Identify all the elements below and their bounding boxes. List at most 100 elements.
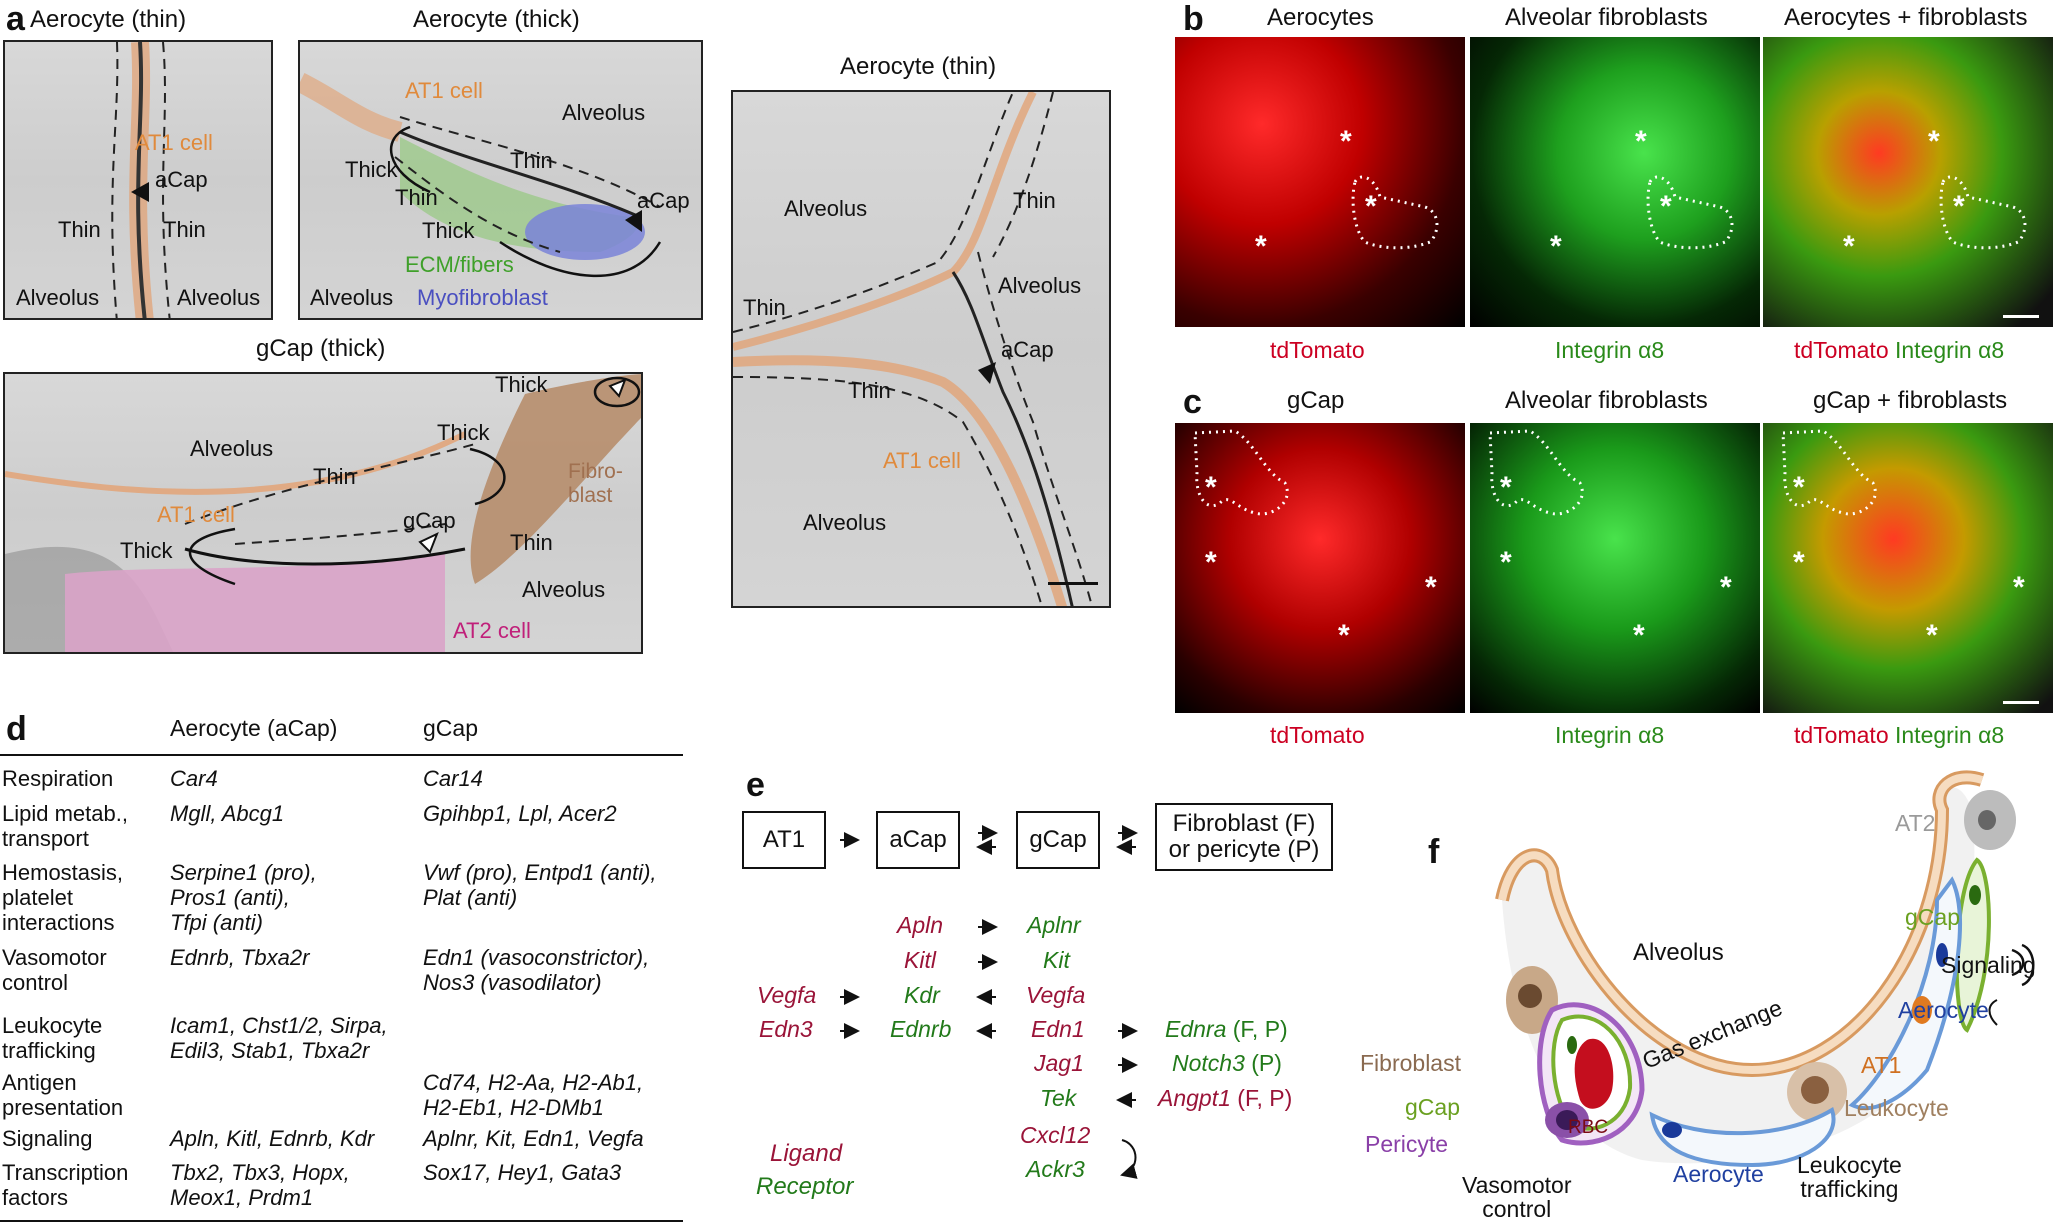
panel-letter-b: b: [1183, 0, 1204, 38]
d-row-gcap-genes: Gpihbp1, Lpl, Acer2: [423, 801, 617, 826]
c-header-1: gCap: [1287, 387, 1345, 414]
f-vasomotor-label: Vasomotor control: [1462, 1172, 1572, 1222]
e-legend-ligand: Ligand: [770, 1140, 843, 1167]
panel-letter-e: e: [746, 766, 765, 804]
em3-fibroblast-label: Fibro- blast: [568, 460, 623, 507]
e-gene-notch3-row: Notch3 (P): [1172, 1052, 1282, 1075]
em2-thick2-label: Thick: [422, 218, 475, 243]
c-label-merge-red: tdTomato: [1794, 722, 1889, 748]
e-gene-angpt1: Angpt1: [1158, 1085, 1231, 1111]
star-marker: *: [1425, 571, 1437, 604]
f-schematic: [1495, 770, 2035, 1168]
e-gene-ednra: Ednra: [1165, 1016, 1227, 1042]
em3-thick2-label: Thick: [437, 420, 490, 445]
em4-alveolus3-label: Alveolus: [803, 510, 887, 535]
e-gene-ednrb: Ednrb: [890, 1016, 952, 1042]
b-label-merge-green: Integrin α8: [1895, 337, 2005, 363]
em1-title: Aerocyte (thin): [30, 6, 187, 33]
f-gcap-left-label: gCap: [1405, 1094, 1460, 1120]
d-row-category: Leukocyte trafficking: [2, 1013, 103, 1063]
c-label-tdtomato: tdTomato: [1270, 722, 1365, 748]
d-row-acap-genes: Mgll, Abcg1: [170, 801, 285, 826]
b-scale-bar: [2003, 315, 2039, 318]
f-at2-label: AT2: [1895, 810, 1936, 836]
em3-gcap-label: gCap: [403, 508, 456, 533]
f-fibroblast-label: Fibroblast: [1360, 1050, 1461, 1076]
d-row-category: Vasomotor control: [2, 945, 107, 995]
star-marker: *: [1660, 190, 1672, 223]
c-header-2: Alveolar fibroblasts: [1505, 387, 1708, 414]
d-row-gcap-genes: Aplnr, Kit, Edn1, Vegfa: [423, 1126, 644, 1151]
e-gene-edn1: Edn1: [1031, 1016, 1085, 1042]
em2-alveolus-label: Alveolus: [562, 100, 646, 125]
b-image-merge: * * *: [1763, 37, 2053, 327]
star-marker: *: [1365, 190, 1377, 223]
b-dotted-outline-3: [1939, 175, 2027, 250]
e-box-at1: AT1: [742, 811, 826, 869]
em2-myofibroblast-label: Myofibroblast: [417, 285, 548, 310]
e-gene-ackr3: Ackr3: [1026, 1156, 1085, 1182]
star-marker: *: [1500, 546, 1512, 579]
em3-at1-label: AT1 cell: [157, 502, 235, 527]
star-marker: *: [1338, 619, 1350, 652]
e-gene-ednra-row: Ednra (F, P): [1165, 1018, 1288, 1041]
em4-drawing: [733, 92, 1098, 606]
f-pericyte-label: Pericyte: [1365, 1131, 1449, 1157]
d-row-gcap-genes: Edn1 (vasoconstrictor), Nos3 (vasodilato…: [423, 945, 650, 995]
em1-acap-label: aCap: [155, 167, 208, 192]
e-gene-notch3: Notch3: [1172, 1050, 1245, 1076]
d-row-acap-genes: Serpine1 (pro), Pros1 (anti), Tfpi (anti…: [170, 860, 317, 935]
c-header-3: gCap + fibroblasts: [1813, 387, 2008, 414]
star-marker: *: [1928, 125, 1940, 158]
e-legend-receptor: Receptor: [756, 1173, 854, 1200]
b-header-2: Alveolar fibroblasts: [1505, 4, 1708, 31]
em4-alveolus2-label: Alveolus: [998, 273, 1082, 298]
b-image-tdtomato: * * *: [1175, 37, 1465, 327]
star-marker: *: [1720, 571, 1732, 604]
e-box-fibroblast: Fibroblast (F) or pericyte (P): [1155, 803, 1333, 871]
c-image-merge: * * * *: [1763, 423, 2053, 713]
e-gene-angpt1-suffix: (F, P): [1230, 1085, 1293, 1111]
d-top-rule: [0, 754, 683, 756]
f-rbc-label: RBC: [1568, 1117, 1609, 1138]
d-row-gcap-genes: Cd74, H2-Aa, H2-Ab1, H2-Eb1, H2-DMb1: [423, 1070, 644, 1120]
em2-acap-label: aCap: [637, 188, 690, 213]
em1-alveolus-right: Alveolus: [177, 285, 261, 310]
em3-title: gCap (thick): [256, 335, 386, 362]
em2-thin1-label: Thin: [510, 148, 553, 173]
d-row-gcap-genes: Vwf (pro), Entpd1 (anti), Plat (anti): [423, 860, 657, 910]
f-at1-label: AT1: [1861, 1052, 1902, 1078]
em1-drawing: [111, 42, 171, 318]
em1-thin-right: Thin: [163, 217, 206, 242]
d-row-acap-genes: Icam1, Chst1/2, Sirpa, Edil3, Stab1, Tbx…: [170, 1013, 388, 1063]
c-dotted-outline-2: [1488, 429, 1584, 516]
d-col-header-gcap: gCap: [423, 715, 478, 741]
panel-letter-f: f: [1428, 833, 1440, 871]
d-bottom-rule: [0, 1220, 683, 1222]
b-header-3: Aerocytes + fibroblasts: [1784, 4, 2028, 31]
d-col-header-acap: Aerocyte (aCap): [170, 715, 338, 741]
e-gene-cxcl12: Cxcl12: [1020, 1122, 1091, 1148]
e-gene-edn3: Edn3: [759, 1016, 813, 1042]
e-gene-ednra-suffix: (F, P): [1226, 1016, 1288, 1042]
star-marker: *: [1953, 190, 1965, 223]
e-gene-notch3-suffix: (P): [1244, 1050, 1282, 1076]
b-label-tdtomato: tdTomato: [1270, 337, 1365, 363]
em3-thin1-label: Thin: [313, 464, 356, 489]
e-arrows: [840, 825, 1138, 1179]
b-dotted-outline-2: [1646, 175, 1734, 250]
d-row-acap-genes: Tbx2, Tbx3, Hopx, Meox1, Prdm1: [170, 1160, 350, 1210]
star-marker: *: [1205, 546, 1217, 579]
em3-at2-label: AT2 cell: [453, 618, 531, 643]
f-aerocyte-bottom-label: Aerocyte: [1673, 1161, 1764, 1187]
e-gene-angpt1-row: Angpt1 (F, P): [1158, 1087, 1292, 1110]
e-box-gcap: gCap: [1016, 811, 1100, 869]
e-gene-apln: Apln: [897, 912, 944, 938]
em3-alveolus1-label: Alveolus: [190, 436, 274, 461]
em4-alveolus1-label: Alveolus: [784, 196, 868, 221]
em4-at1-label: AT1 cell: [883, 448, 961, 473]
d-row-category: Respiration: [2, 766, 114, 791]
d-row-category: Signaling: [2, 1126, 93, 1151]
em3-thin2-label: Thin: [510, 530, 553, 555]
c-dotted-outline: [1193, 429, 1289, 516]
